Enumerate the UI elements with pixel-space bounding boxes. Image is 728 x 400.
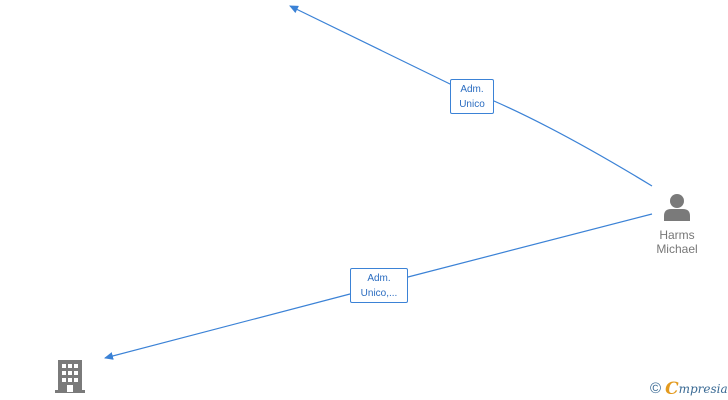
brand-logo: © C mpresia [650,379,728,399]
person-name-line1: Harms [659,228,695,242]
person-name: Harms Michael [646,228,708,256]
edge-label-2-line1: Adm. [367,273,391,284]
person-node[interactable]: Harms Michael [646,192,708,256]
edge-line-1[interactable] [289,5,653,187]
edge-label-2-line2: Unico,... [360,288,398,299]
brand-name: mpresia [678,382,728,396]
edge-label-1-line1: Adm. [460,84,484,95]
company-node[interactable] [53,358,87,394]
edge-label-2[interactable]: Adm. Unico,... [350,268,408,303]
person-icon [664,194,690,221]
person-name-line2: Michael [656,242,698,256]
edge-label-1[interactable]: Adm. Unico [450,79,494,114]
brand-initial: C [665,379,679,399]
copyright-symbol: © [650,380,662,397]
building-icon [55,360,85,393]
edge-label-1-line2: Unico [459,99,485,110]
